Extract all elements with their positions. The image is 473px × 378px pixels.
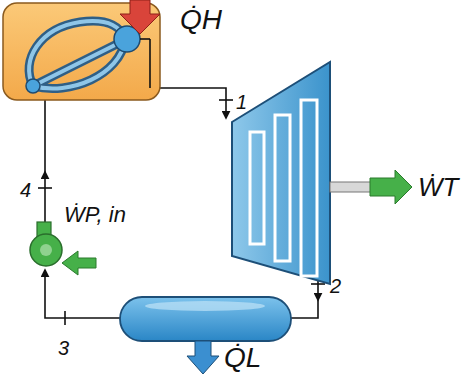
boiler-outlet — [149, 39, 151, 88]
state-number: 1 — [236, 92, 247, 112]
pipe-4 — [44, 172, 46, 230]
pump-work-arrow — [62, 251, 96, 275]
state-number: 2 — [330, 276, 341, 296]
turbine-work-label: ẆT — [418, 174, 458, 200]
boiler-outlet — [140, 38, 150, 40]
turbine-shaft — [330, 182, 372, 192]
turbine-blades — [250, 100, 317, 276]
pipe-2b — [291, 298, 318, 318]
state-tick — [219, 99, 233, 101]
work-out-arrow — [370, 170, 412, 204]
heat-in-arrow — [120, 0, 160, 34]
heat-in-label: Q̇H — [180, 6, 222, 34]
state-number: 4 — [20, 180, 31, 200]
condenser — [120, 297, 291, 341]
turbine — [232, 62, 330, 284]
condenser-highlight — [145, 301, 265, 311]
state-tick — [64, 311, 66, 325]
heat-out-arrow — [187, 341, 219, 374]
pump — [30, 222, 62, 266]
pipe-3 — [45, 270, 120, 318]
boiler-tubes — [26, 21, 140, 93]
state-number: 3 — [58, 338, 69, 358]
pump-work-label: ẆP, in — [64, 204, 126, 226]
pipe-4b — [44, 100, 46, 174]
pipe-1 — [150, 88, 226, 118]
heat-out-label: Q̇L — [224, 344, 261, 372]
state-tick — [311, 283, 325, 285]
state-tick — [38, 187, 52, 189]
